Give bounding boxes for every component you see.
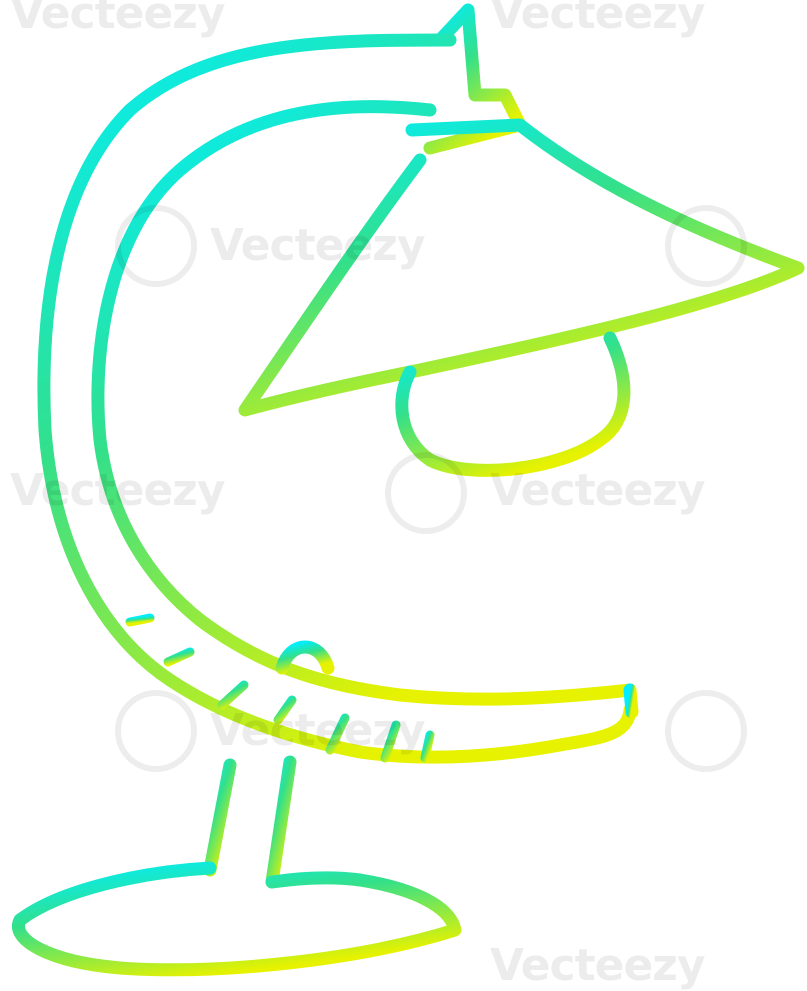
lamp-stem-right [265,755,297,889]
lamp-stem-left [203,758,237,877]
grip-ridge-7 [420,730,435,763]
lamp-bulb [395,331,631,477]
grip-ridge-6 [380,720,401,763]
lamp-arm-inner [91,100,637,706]
grip-ridge-3 [217,680,249,710]
lamp-pivot-knob [275,640,335,675]
grip-ridge-2 [163,647,195,667]
lamp-shade [238,118,805,417]
lamp-base [12,861,462,977]
lamp-head-cap [623,683,639,719]
grip-ridge-1 [125,613,155,627]
grip-ridge-4 [273,695,297,725]
grip-ridge-5 [325,713,350,755]
lamp-arm-outer [37,33,637,764]
